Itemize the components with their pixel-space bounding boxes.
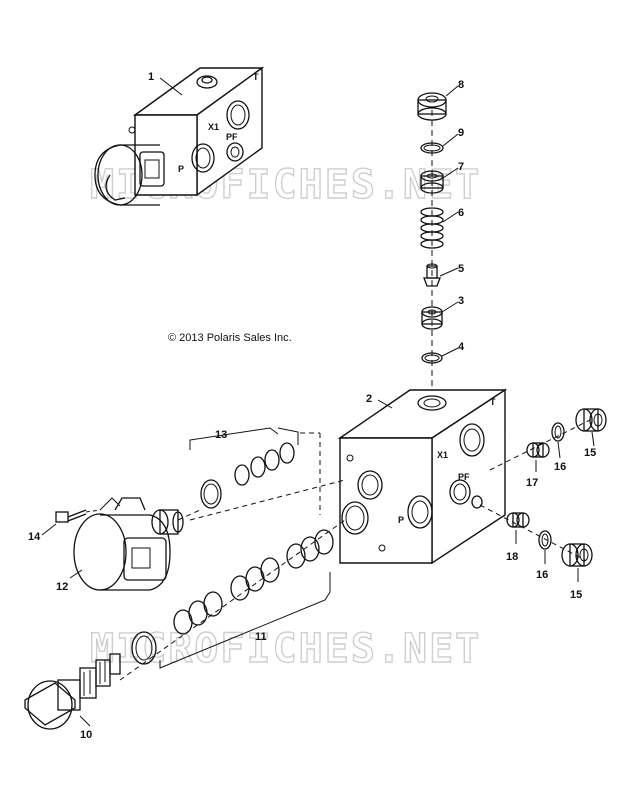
part-2-manifold-block[interactable]: T X1 P PF — [337, 388, 508, 565]
port-label-p-part1: P — [178, 164, 184, 174]
callout-2: 2 — [366, 393, 372, 405]
callout-5: 5 — [458, 263, 464, 275]
part-15-plug-lower[interactable] — [561, 543, 593, 567]
callout-17: 17 — [526, 477, 538, 489]
port-label-t-part1: T — [253, 72, 259, 82]
part-10-cartridge-valve[interactable] — [24, 653, 121, 730]
part-4-o-ring[interactable] — [421, 352, 443, 364]
callout-18: 18 — [506, 551, 518, 563]
port-label-t-part2: T — [490, 397, 496, 407]
callout-11: 11 — [255, 631, 267, 643]
callout-15-lower: 15 — [570, 589, 582, 601]
part-15-plug-upper[interactable] — [575, 408, 607, 432]
part-13-seal-kit[interactable] — [200, 442, 295, 509]
watermark-bottom: MICROFICHES.NET — [90, 626, 481, 672]
port-label-x1-part1: X1 — [208, 122, 219, 132]
callout-16-upper: 16 — [554, 461, 566, 473]
part-12-solenoid-coil[interactable] — [73, 497, 184, 591]
callout-8: 8 — [458, 79, 464, 91]
callout-3: 3 — [458, 295, 464, 307]
part-9-o-ring[interactable] — [420, 142, 444, 154]
callout-1: 1 — [148, 71, 154, 83]
port-label-p-part2: P — [398, 515, 404, 525]
callout-12: 12 — [56, 581, 68, 593]
port-label-pf-part1: PF — [226, 132, 238, 142]
part-6-spring[interactable] — [420, 207, 444, 249]
callout-6: 6 — [458, 207, 464, 219]
part-17-orifice[interactable] — [526, 442, 550, 458]
part-8-plug[interactable] — [417, 92, 447, 121]
part-14-screw[interactable] — [55, 509, 87, 523]
callout-9: 9 — [458, 127, 464, 139]
port-label-x1-part2: X1 — [437, 450, 448, 460]
callout-13: 13 — [215, 429, 227, 441]
part-5-poppet[interactable] — [423, 263, 441, 287]
copyright-notice: © 2013 Polaris Sales Inc. — [168, 332, 292, 344]
part-7-plug[interactable] — [420, 170, 444, 194]
port-label-pf-part2: PF — [458, 472, 470, 482]
callout-4: 4 — [458, 341, 465, 353]
part-16-o-ring-upper[interactable] — [551, 422, 565, 442]
callout-7: 7 — [458, 161, 464, 173]
part-1-valve-block-assembly[interactable]: T X1 P PF — [94, 66, 265, 206]
part-16-o-ring-lower[interactable] — [538, 530, 552, 550]
part-18-orifice[interactable] — [506, 512, 530, 528]
callout-15-upper: 15 — [584, 447, 596, 459]
callout-16-lower: 16 — [536, 569, 548, 581]
part-11-seal-kit[interactable] — [131, 529, 334, 665]
callout-14: 14 — [28, 531, 41, 543]
callout-10: 10 — [80, 729, 92, 741]
